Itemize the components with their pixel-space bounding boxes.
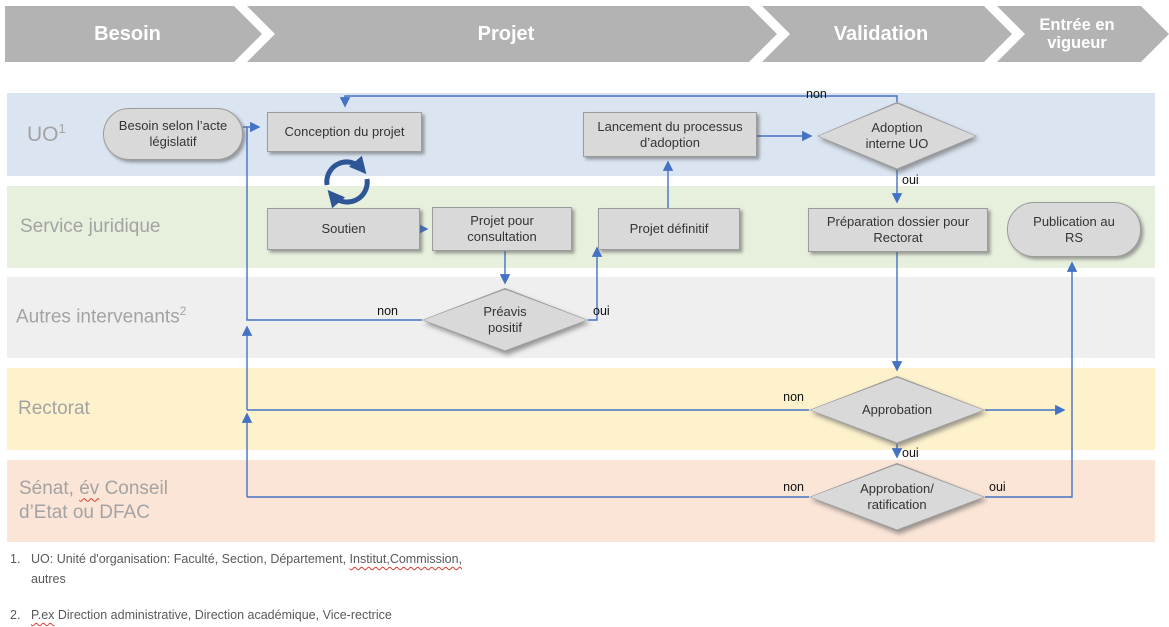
lane-label-autres-intervenants: Autres intervenants2 [16, 305, 187, 328]
decision-adoption-interne-uo: Adoption interne UO [817, 102, 977, 170]
node-soutien: Soutien [267, 208, 420, 250]
phase-chevron-projet: Projet [247, 6, 777, 62]
node-publication-au-rs: Publication au RS [1007, 202, 1141, 257]
phase-label: Besoin [94, 22, 161, 45]
edge-label-approbation-oui: oui [902, 446, 919, 460]
decision-preavis-positif: Préavis positif [422, 288, 588, 352]
node-conception-du-projet: Conception du projet [267, 112, 422, 152]
edge-label-preavis-non: non [377, 304, 398, 318]
phase-label: Projet [477, 22, 535, 45]
edge-label-preavis-oui: oui [593, 304, 610, 318]
decision-approbation-ratification: Approbation/ ratification [809, 463, 985, 531]
edge-label-approbation-non: non [783, 390, 804, 404]
phase-label: Validation [833, 22, 929, 45]
phase-chevron-validation: Validation [762, 6, 1012, 62]
node-lancement-processus-adoption: Lancement du processus d’adoption [583, 112, 757, 157]
edge-label-adoption-non: non [806, 87, 827, 101]
edge-label-adoption-oui: oui [902, 173, 919, 187]
node-projet-definitif: Projet définitif [598, 208, 740, 250]
node-besoin-acte-legislatif: Besoin selon l’acte législatif [103, 108, 243, 160]
phase-chevron-entree-en-vigueur: Entrée en vigueur [997, 6, 1169, 62]
node-projet-pour-consultation: Projet pour consultation [432, 207, 572, 251]
footnote-2: 2. P.ex Direction administrative, Direct… [10, 608, 392, 622]
edge-label-ratification-oui: oui [989, 480, 1006, 494]
footnote-1: 1. UO: Unité d'organisation: Faculté, Se… [10, 552, 463, 586]
lane-label-service-juridique: Service juridique [20, 216, 161, 238]
lane-label-senat: Sénat, év Conseil d’Etat ou DFAC [19, 478, 168, 523]
lane-label-rectorat: Rectorat [18, 398, 90, 420]
lane-label-uo: UO1 [27, 120, 66, 146]
decision-approbation: Approbation [809, 376, 985, 444]
node-preparation-dossier-rectorat: Préparation dossier pour Rectorat [808, 208, 988, 252]
edge-label-ratification-non: non [783, 480, 804, 494]
phase-chevron-besoin: Besoin [5, 6, 262, 62]
phase-label: Entrée en vigueur [1039, 15, 1115, 52]
